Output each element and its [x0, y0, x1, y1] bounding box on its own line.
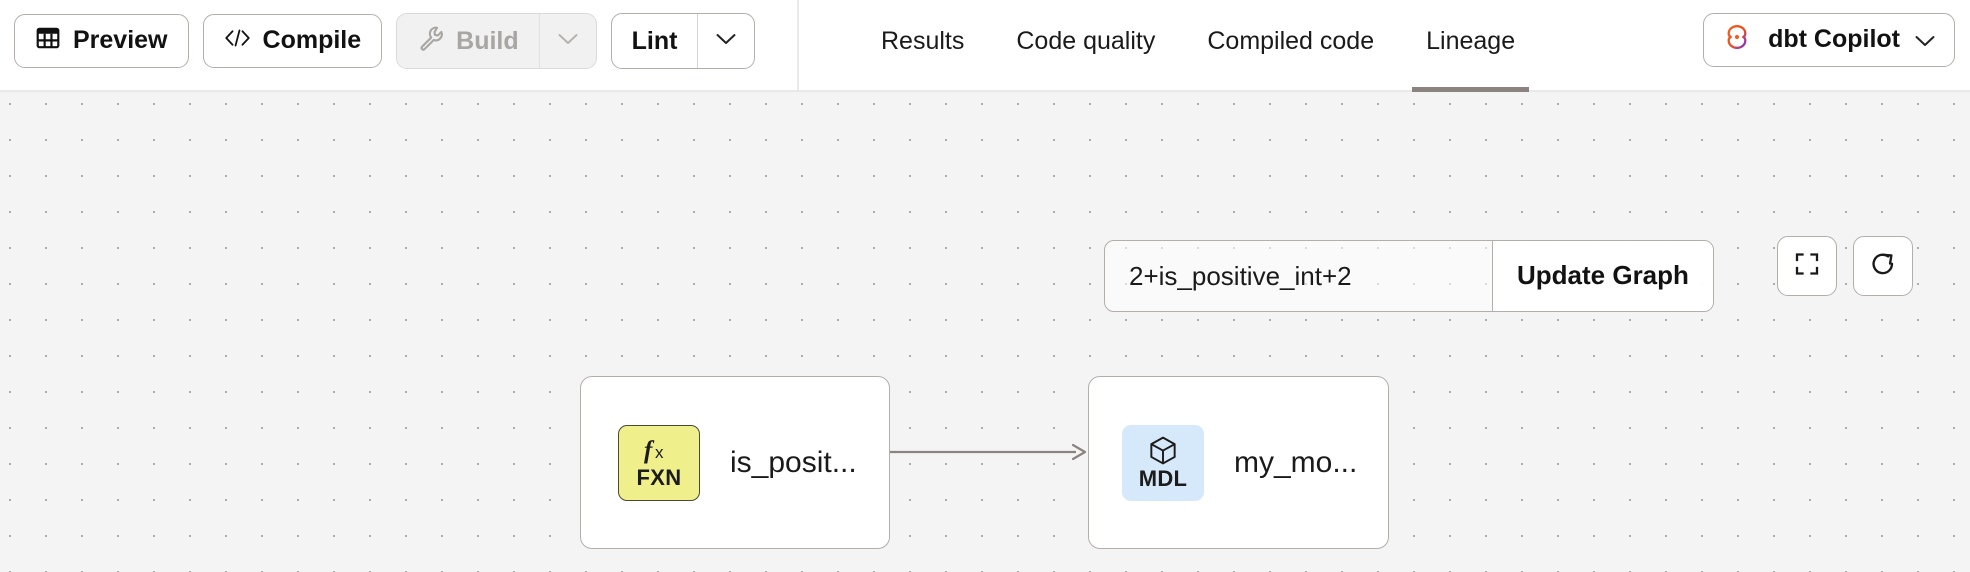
- tab-lineage[interactable]: Lineage: [1400, 0, 1541, 92]
- canvas-controls: [1777, 236, 1913, 296]
- chevron-down-icon: [557, 32, 579, 51]
- graph-selector-input[interactable]: [1105, 241, 1492, 311]
- header-tabs: Results Code quality Compiled code Linea…: [855, 0, 1541, 92]
- lineage-node-my-model[interactable]: MDL my_mo...: [1088, 376, 1389, 549]
- tab-results[interactable]: Results: [855, 0, 990, 92]
- lint-button-label: Lint: [631, 26, 678, 55]
- svg-text:f: f: [644, 437, 655, 464]
- build-button-label: Build: [456, 26, 519, 55]
- code-brackets-icon: [224, 27, 251, 56]
- app-header: Preview Compile: [0, 0, 1970, 92]
- action-button-group: Preview Compile: [14, 13, 756, 69]
- header-divider: [797, 0, 799, 92]
- compile-button[interactable]: Compile: [202, 14, 383, 68]
- build-dropdown-toggle: [538, 14, 596, 68]
- dbt-copilot-button[interactable]: dbt Copilot: [1703, 13, 1955, 67]
- fxn-badge-label: FXN: [636, 465, 682, 490]
- chevron-down-icon: [1914, 26, 1936, 55]
- update-graph-label: Update Graph: [1517, 259, 1689, 290]
- svg-text:x: x: [655, 443, 664, 462]
- refresh-arrow-icon: [1868, 249, 1898, 284]
- lineage-node-is-positive-int[interactable]: f x FXN is_posit...: [580, 376, 890, 549]
- lineage-edge: [880, 443, 1087, 461]
- mdl-badge-label: MDL: [1138, 466, 1188, 491]
- fit-view-button[interactable]: [1777, 236, 1837, 296]
- dbt-copilot-atom-icon: [1720, 20, 1754, 61]
- lineage-canvas[interactable]: Update Graph: [0, 92, 1970, 572]
- table-grid-icon: [35, 25, 61, 58]
- mdl-badge: MDL: [1122, 424, 1204, 501]
- compile-button-label: Compile: [262, 25, 362, 54]
- fx-function-icon: f x: [642, 436, 676, 466]
- chevron-down-icon: [715, 32, 737, 51]
- lint-split-button[interactable]: Lint: [610, 13, 756, 69]
- node-title: my_mo...: [1234, 445, 1358, 479]
- tab-code-quality[interactable]: Code quality: [990, 0, 1181, 92]
- node-title: is_posit...: [730, 445, 857, 479]
- preview-button-label: Preview: [73, 25, 168, 54]
- preview-button[interactable]: Preview: [14, 14, 189, 68]
- tab-compiled-code[interactable]: Compiled code: [1181, 0, 1400, 92]
- build-split-button: Build: [396, 13, 597, 69]
- update-graph-button[interactable]: Update Graph: [1492, 241, 1713, 311]
- graph-selector-toolbar: Update Graph: [1104, 240, 1714, 312]
- dbt-copilot-label: dbt Copilot: [1768, 24, 1900, 53]
- refresh-button[interactable]: [1853, 236, 1913, 296]
- fullscreen-corners-icon: [1793, 250, 1821, 283]
- cube-icon: [1147, 435, 1179, 467]
- lint-dropdown-toggle[interactable]: [697, 14, 754, 68]
- wrench-icon: [417, 24, 445, 59]
- lint-button[interactable]: Lint: [612, 14, 698, 68]
- tab-code-quality-label: Code quality: [1016, 26, 1156, 55]
- build-button: Build: [397, 14, 539, 68]
- fxn-badge: f x FXN: [618, 424, 700, 501]
- tab-compiled-code-label: Compiled code: [1207, 26, 1375, 55]
- tab-results-label: Results: [881, 26, 965, 55]
- tab-lineage-label: Lineage: [1426, 26, 1516, 55]
